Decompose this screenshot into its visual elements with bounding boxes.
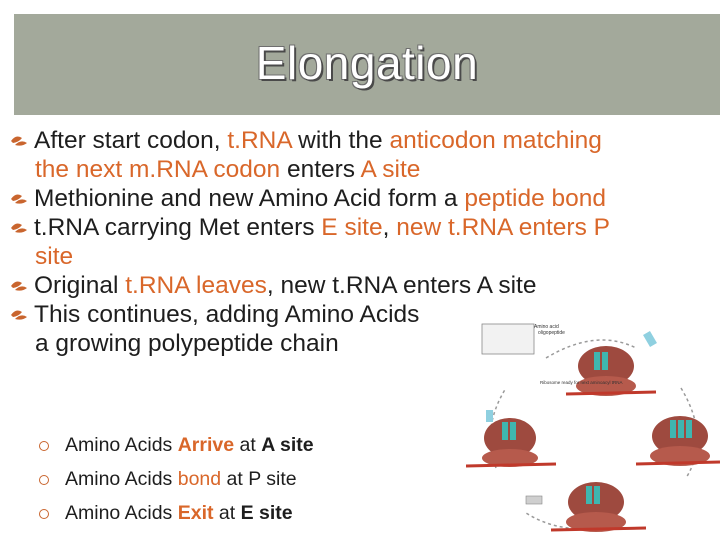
bullet-highlight: t.RNA leaves [125,272,267,299]
sub-bullet-item: Amino Acids bond at P site [39,462,314,496]
sub-bullet-text: Amino Acids [65,434,178,456]
sub-bullet-highlight: Exit [177,502,214,524]
bullet-text: with the [291,127,390,154]
bullet-text: , [382,214,397,241]
cycle-arrow [545,339,637,359]
bullet-text: enters [280,156,361,183]
bullet-item: This continues, adding Amino Acids a gro… [10,300,710,358]
bullet-text: This continues, adding Amino Acids [34,301,420,328]
bullet-continuation: a growing polypeptide chain [35,330,339,357]
sub-bullet-highlight: bond [177,468,222,490]
sub-bullet-text: Amino Acids [65,502,178,524]
sub-bullet-bold: A site [261,434,314,456]
bullet-item: t.RNA carrying Met enters E site, new t.… [10,213,710,271]
bullet-text: , new t.RNA enters A site [266,272,537,299]
leaf-bullet-icon [11,194,27,204]
sub-bullet-bold: E site [240,502,293,524]
cycle-arrow [525,512,617,530]
bullet-highlight: new t.RNA enters P [396,214,610,241]
ribosome-right [635,416,720,466]
sub-bullet-item: Amino Acids Exit at E site [39,496,314,530]
bullet-continuation: site [35,243,74,270]
label-ribosome-ready: Ribosome ready for next aminoacyl tRNA [540,380,623,385]
leaf-bullet-icon [11,310,27,320]
bullet-highlight: E site [321,214,383,241]
title-band: Elongation [14,14,720,115]
sub-bullet-text: at [213,502,241,524]
leaf-bullet-icon [11,223,27,233]
bullet-item: After start codon, t.RNA with the antico… [10,126,710,184]
hollow-circle-bullet-icon [39,441,49,451]
sub-bullet-item: Amino Acids Arrive at A site [39,428,314,462]
bullet-item: Methionine and new Amino Acid form a pep… [10,184,710,213]
bullet-text: After start codon, [34,127,228,154]
bullet-text: Methionine and new Amino Acid form a [34,185,465,212]
ribosome-left [466,410,557,468]
ribosome-bottom [525,482,647,532]
bullet-highlight: the next m.RNA codon [35,156,281,183]
ribosome-top [565,330,657,396]
bullet-highlight: peptide bond [464,185,607,212]
bullet-highlight: A site [360,156,421,183]
slide-title: Elongation [255,37,479,89]
elongation-cycle-diagram: Amino acid oligopeptide Ribosome ready f… [466,323,720,532]
leaf-bullet-icon [11,136,27,146]
sub-bullet-list: Amino Acids Arrive at A site Amino Acids… [39,428,314,530]
bullet-highlight: anticodon matching [389,127,602,154]
bullet-text: Original [34,272,126,299]
bullet-list: After start codon, t.RNA with the antico… [10,126,710,358]
hollow-circle-bullet-icon [39,509,49,519]
label-amino-acid: Amino acid [534,324,559,330]
bullet-continuation: the next m.RNA codon enters A site [34,155,710,184]
leaf-bullet-icon [11,281,27,291]
bullet-item: Original t.RNA leaves, new t.RNA enters … [10,271,710,300]
inset-box [481,323,535,355]
bullet-text: t.RNA carrying Met enters [34,214,322,241]
sub-bullet-text: at [234,434,262,456]
label-oligopeptide: oligopeptide [538,330,565,336]
bullet-highlight: t.RNA [227,127,292,154]
sub-bullet-text: Amino Acids [65,468,178,490]
sub-bullet-highlight: Arrive [177,434,235,456]
sub-bullet-text: at P site [221,468,297,490]
hollow-circle-bullet-icon [39,475,49,485]
